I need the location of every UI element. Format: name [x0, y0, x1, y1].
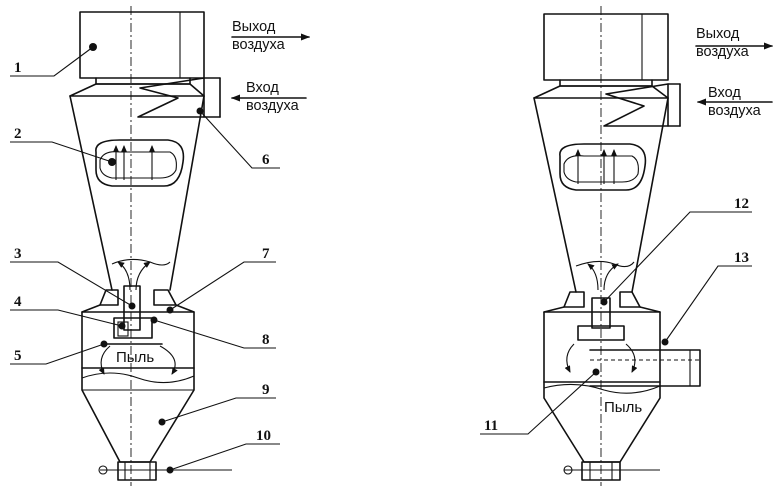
- left-cyclone: [69, 6, 232, 486]
- label-13: 13: [734, 250, 749, 266]
- left-inlet-text-2: воздуха: [246, 98, 300, 114]
- right-shoulder-l: [563, 291, 585, 308]
- leader-8: [153, 319, 276, 349]
- label-9: 9: [262, 382, 270, 398]
- label-7: 7: [262, 246, 270, 262]
- label-6: 6: [262, 152, 270, 168]
- label-8: 8: [262, 332, 270, 348]
- left-cone-right: [169, 95, 205, 291]
- label-4: 4: [14, 294, 22, 310]
- right-fan-base: [559, 79, 653, 87]
- label-11: 11: [484, 418, 498, 434]
- left-outlet-text-2: воздуха: [232, 37, 286, 53]
- left-shoulder-l: [99, 289, 119, 306]
- left-top-cover: [69, 83, 205, 97]
- right-window: [559, 143, 647, 191]
- right-outlet-text-1: Выход: [696, 26, 740, 42]
- leader-10: [169, 443, 280, 471]
- right-valve: [577, 325, 625, 341]
- right-dust-text: Пыль: [604, 399, 642, 416]
- leaders: [10, 46, 752, 471]
- leader-3: [10, 261, 133, 307]
- leader-6: [199, 110, 280, 169]
- right-dust-arrow-r: [625, 343, 638, 373]
- leader-12: [603, 211, 752, 303]
- leader-7: [169, 261, 276, 311]
- left-dust-text: Пыль: [116, 349, 154, 366]
- right-inlet-text-1: Вход: [708, 85, 741, 101]
- right-lower-wave: [575, 260, 635, 268]
- label-12: 12: [734, 196, 749, 212]
- right-curl-1: [587, 263, 599, 291]
- left-cone-left: [69, 95, 113, 291]
- right-dust-level: [543, 383, 661, 394]
- label-1: 1: [14, 60, 22, 76]
- right-outlet-text-2: воздуха: [696, 44, 750, 60]
- left-housing: [81, 311, 195, 369]
- label-10: 10: [256, 428, 271, 444]
- left-fan-box: [79, 11, 205, 79]
- left-hopper: [81, 367, 195, 463]
- leader-1: [10, 46, 94, 77]
- right-cone-left: [533, 97, 577, 293]
- leader-11: [480, 371, 597, 435]
- right-housing-roof-l: [543, 306, 565, 313]
- right-dust-arrow-l: [564, 343, 575, 373]
- left-dust-arrow-r: [159, 345, 178, 375]
- right-cone-right: [631, 97, 669, 293]
- leader-4: [10, 309, 123, 327]
- leader-2: [10, 141, 113, 163]
- left-shoulder-r: [153, 289, 177, 306]
- left-outlet: [117, 461, 157, 481]
- left-inlet-duct: [137, 77, 205, 118]
- right-shoulder-r: [619, 291, 641, 308]
- right-fan-box: [543, 13, 669, 81]
- left-inlet-text-1: Вход: [246, 80, 279, 96]
- right-side-tube: [589, 349, 701, 387]
- left-dust-arrow-l: [98, 345, 111, 375]
- left-rod: [123, 285, 141, 331]
- left-outlet-hinge: [98, 465, 108, 475]
- right-outlet: [581, 461, 621, 481]
- right-outlet-hinge: [563, 465, 573, 475]
- label-3: 3: [14, 246, 22, 262]
- left-housing-roof-l: [81, 304, 101, 313]
- left-housing-roof-r: [175, 304, 195, 313]
- text-labels: Выход воздуха Вход воздуха Пыль Выход во…: [14, 19, 762, 444]
- right-housing-roof-r: [639, 306, 661, 313]
- left-valve-part: [117, 321, 129, 337]
- right-inlet-text-2: воздуха: [708, 103, 762, 119]
- left-valve: [113, 317, 153, 339]
- left-curl-2: [135, 261, 151, 291]
- right-inlet-duct: [603, 83, 669, 127]
- left-window: [95, 139, 185, 187]
- right-rod: [591, 297, 611, 329]
- leader-5: [10, 343, 105, 365]
- label-5: 5: [14, 348, 22, 364]
- right-hopper: [543, 381, 661, 463]
- right-curl-2: [603, 263, 619, 291]
- label-2: 2: [14, 126, 22, 142]
- leader-9: [161, 397, 276, 423]
- left-outlet-text-1: Выход: [232, 19, 276, 35]
- left-dust-level: [81, 372, 195, 384]
- right-housing: [543, 311, 661, 383]
- leader-13: [664, 265, 752, 343]
